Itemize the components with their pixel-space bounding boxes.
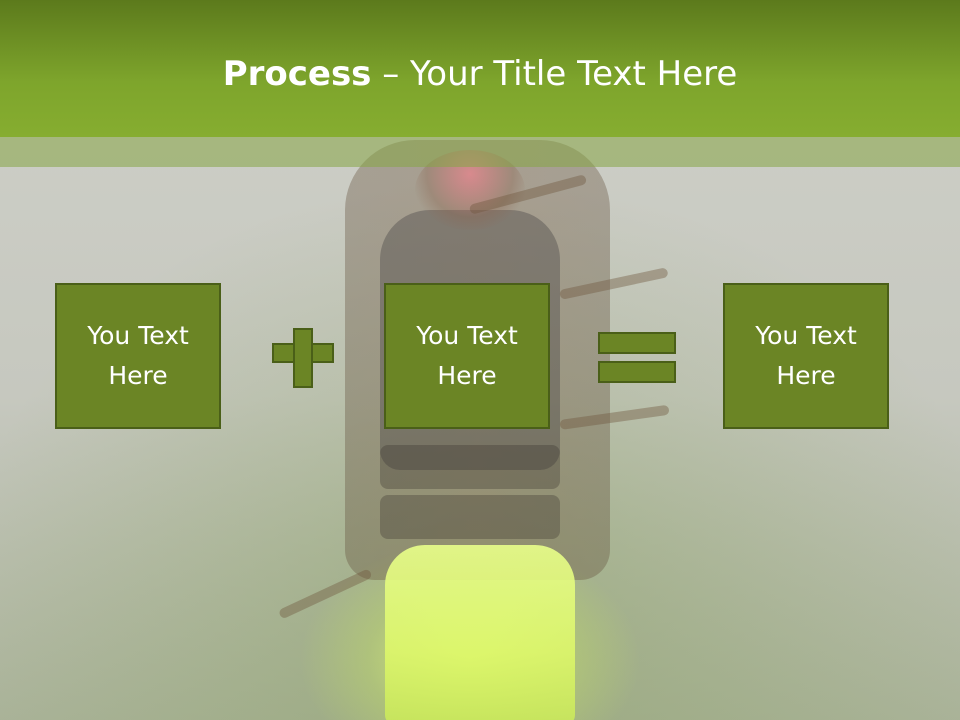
equals-icon-top-bar [598, 332, 676, 354]
process-box-3-text: You Text Here [755, 321, 857, 390]
title-rest: – Your Title Text Here [371, 54, 738, 94]
process-box-3[interactable]: You Text Here [723, 283, 889, 429]
process-box-1-text: You Text Here [87, 321, 189, 390]
title-bold: Process [222, 54, 372, 94]
title-bar [0, 0, 960, 137]
firefly-segment [380, 495, 560, 539]
process-box-2[interactable]: You Text Here [384, 283, 550, 429]
firefly-glowing-abdomen [385, 545, 575, 720]
process-box-1[interactable]: You Text Here [55, 283, 221, 429]
equals-icon-bottom-bar [598, 361, 676, 383]
title-bar-strip [0, 137, 960, 167]
process-box-2-text: You Text Here [416, 321, 518, 390]
firefly-leg [277, 568, 373, 620]
slide-title: Process – Your Title Text Here [0, 52, 960, 96]
firefly-segment [380, 445, 560, 489]
plus-icon-center [295, 345, 311, 361]
